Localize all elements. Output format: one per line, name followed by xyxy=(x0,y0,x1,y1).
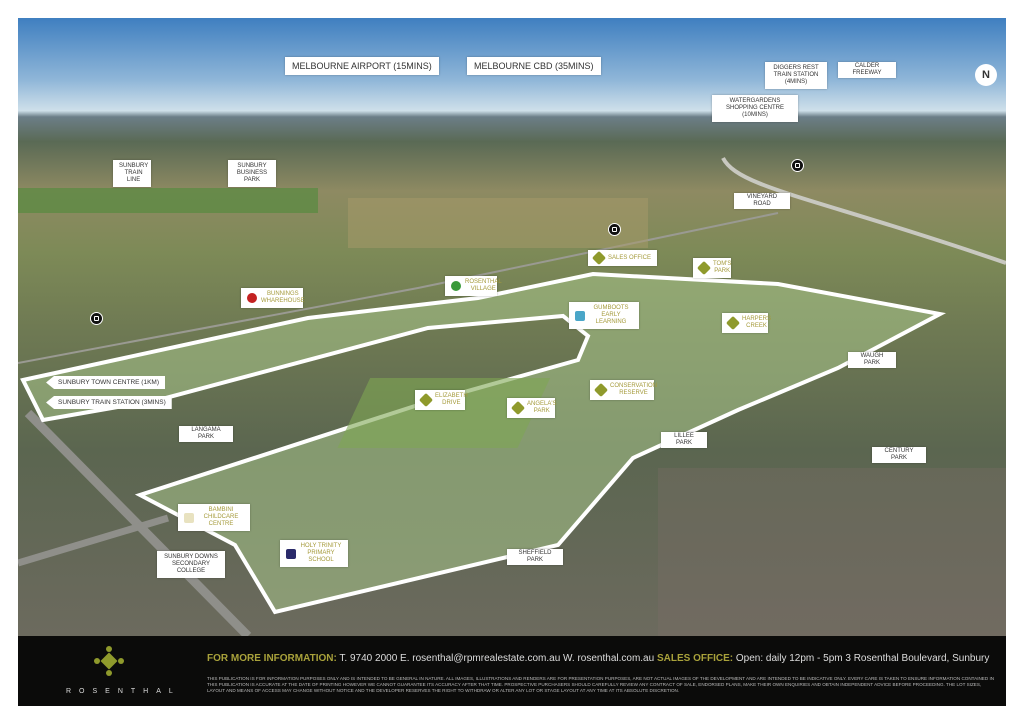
green-field xyxy=(18,188,318,213)
rosenthal-leaf-icon xyxy=(725,315,741,331)
label-elizabeth-drive: Elizabeth Drive xyxy=(415,390,468,410)
label-angelas-park: Angela's Park xyxy=(507,398,557,418)
label-harpers-creek: Harpers Creek xyxy=(722,313,771,333)
conservation-reserve-area xyxy=(337,378,551,448)
label-watergardens: Watergardens Shopping Centre (10mins) xyxy=(712,95,798,122)
label-lillee-park: Lillee Park xyxy=(661,432,707,448)
label-toms-park: Tom's Park xyxy=(693,258,731,278)
label-holy-trinity: Holy Trinity Primary School xyxy=(280,540,348,567)
rosenthal-leaf-icon xyxy=(591,250,607,266)
label-sunbury-train-station: Sunbury Train Station (3mins) xyxy=(46,396,172,409)
train-station-icon xyxy=(608,223,621,236)
rosenthal-leaf-icon xyxy=(696,260,712,276)
rosenthal-logo-icon xyxy=(94,646,124,676)
label-rosenthal-village: Rosenthal Village xyxy=(445,276,502,296)
label-waugh-park: Waugh Park xyxy=(848,352,896,368)
freeway xyxy=(721,157,1006,265)
label-sunbury-train-line: Sunbury Train Line xyxy=(113,160,151,187)
rosenthal-leaf-icon xyxy=(418,392,434,408)
label-diggers-rest: Diggers Rest Train Station (4mins) xyxy=(765,62,827,89)
train-station-icon xyxy=(90,312,103,325)
label-bambini: Bambini Childcare Centre xyxy=(178,504,250,531)
label-melbourne-airport: Melbourne Airport (15mins) xyxy=(285,57,439,75)
label-conservation-reserve: Conservation Reserve xyxy=(590,380,657,400)
label-sunbury-town-centre: Sunbury Town Centre (1km) xyxy=(46,376,166,389)
label-melbourne-cbd: Melbourne CBD (35mins) xyxy=(467,57,601,75)
label-langama-park: Langama Park xyxy=(179,426,233,442)
residential-area xyxy=(658,468,1006,636)
bambini-icon xyxy=(184,512,194,523)
label-calder-freeway: Calder Freeway xyxy=(838,62,896,78)
label-vineyard-road: Vineyard Road xyxy=(734,193,790,209)
gumboots-icon xyxy=(575,310,585,321)
label-sheffield-park: Sheffield Park xyxy=(507,549,563,565)
road xyxy=(18,212,779,364)
woolworths-icon xyxy=(448,278,464,294)
train-station-icon xyxy=(791,159,804,172)
rosenthal-leaf-icon xyxy=(510,400,526,416)
disclaimer: This publication is for information purp… xyxy=(207,676,995,693)
north-compass-icon: N xyxy=(975,64,997,86)
contact-info: FOR MORE INFORMATION: T. 9740 2000 E. ro… xyxy=(207,653,990,664)
farmland xyxy=(348,198,648,248)
label-sunbury-business-park: Sunbury Business Park xyxy=(228,160,276,187)
label-bunnings: Bunnings Wharehouse xyxy=(241,288,305,308)
footer: ROSENTHAL FOR MORE INFORMATION: T. 9740 … xyxy=(18,636,1006,706)
bunnings-icon xyxy=(244,290,260,306)
rosenthal-leaf-icon xyxy=(593,382,609,398)
label-century-park: Century Park xyxy=(872,447,926,463)
map-overlay xyxy=(18,157,1006,636)
label-sales-office: Sales Office xyxy=(588,250,658,266)
school-crest-icon xyxy=(286,548,296,559)
aerial-map xyxy=(18,18,1006,636)
label-sunbury-downs: Sunbury Downs Secondary College xyxy=(157,551,225,578)
label-gumboots: Gumboots Early Learning xyxy=(569,302,639,329)
logo-wordmark: ROSENTHAL xyxy=(66,688,181,695)
road-side xyxy=(18,514,170,567)
